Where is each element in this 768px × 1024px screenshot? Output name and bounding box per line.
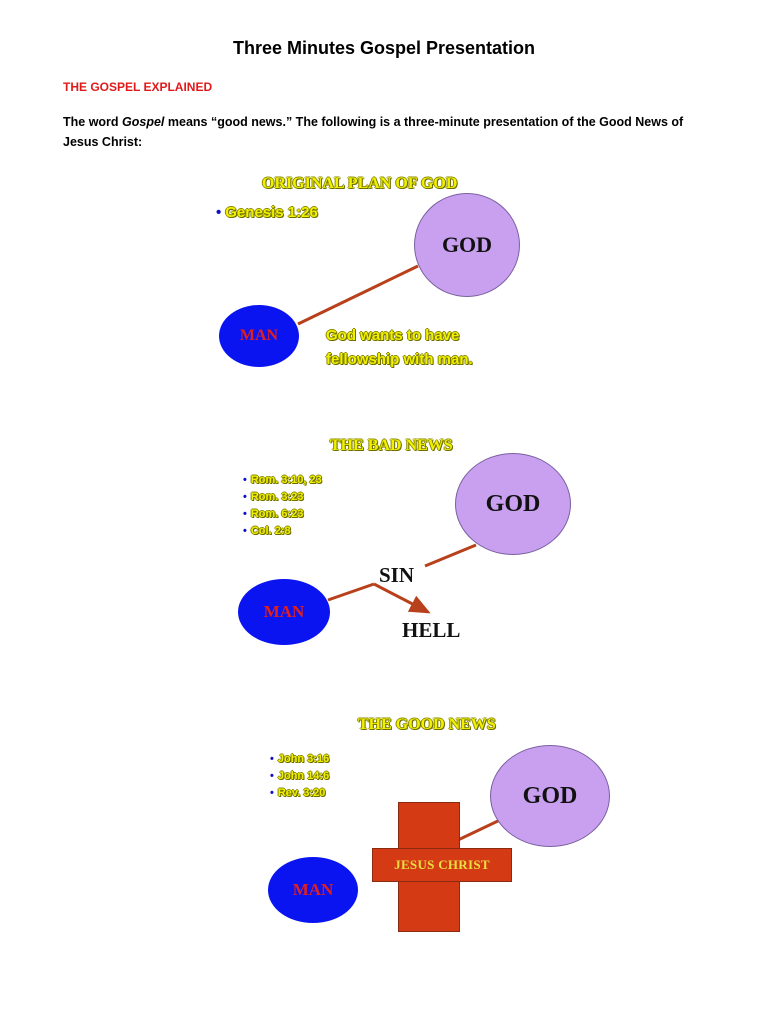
slide1-caption: God wants to have fellowship with man. bbox=[326, 324, 473, 372]
slide3-ref-list: •John 3:16 •John 14:6 •Rev. 3:20 bbox=[270, 751, 329, 802]
ref-text: Rom. 3:10, 23 bbox=[250, 474, 322, 486]
cross-label: JESUS CHRIST bbox=[394, 857, 490, 872]
slide3-god-circle: GOD bbox=[490, 745, 610, 847]
ref-text: John 14:6 bbox=[277, 770, 330, 782]
slide1-man-circle: MAN bbox=[219, 305, 299, 367]
slide2-god-circle: GOD bbox=[455, 453, 571, 555]
slide1-connector-line bbox=[297, 264, 419, 326]
slide2-sin-label: SIN bbox=[379, 563, 415, 587]
slide3-god-label: GOD bbox=[522, 782, 578, 809]
list-item: •Rom. 3:10, 23 bbox=[243, 472, 322, 489]
section-heading: THE GOSPEL EXPLAINED bbox=[63, 80, 213, 94]
document-title: Three Minutes Gospel Presentation bbox=[232, 38, 536, 58]
slide1-man-label: MAN bbox=[239, 327, 279, 344]
ref-text: Col. 2:8 bbox=[250, 525, 291, 537]
ref-text: Rom. 3:23 bbox=[250, 491, 304, 503]
list-item: •John 3:16 bbox=[270, 751, 329, 768]
bullet-icon: • bbox=[270, 753, 274, 765]
bullet-icon: • bbox=[216, 204, 222, 221]
list-item: •Rom. 3:23 bbox=[243, 489, 322, 506]
slide2-man-label: MAN bbox=[263, 602, 305, 621]
list-item: •Rev. 3:20 bbox=[270, 785, 329, 802]
slide1-god-circle: GOD bbox=[414, 193, 520, 297]
intro-text-after: means “good news.” The following is a th… bbox=[63, 115, 684, 149]
slide2-god-line bbox=[424, 543, 477, 568]
slide2-man-circle: MAN bbox=[238, 579, 330, 645]
list-item: •Rom. 6:23 bbox=[243, 506, 322, 523]
intro-italic-word: Gospel bbox=[122, 115, 165, 129]
intro-text-before: The word bbox=[63, 115, 123, 129]
bullet-icon: • bbox=[270, 787, 274, 799]
bullet-icon: • bbox=[270, 770, 274, 782]
slide2-hell-label: HELL bbox=[402, 618, 461, 642]
slide3-title: THE GOOD NEWS bbox=[358, 716, 496, 733]
list-item: •Col. 2:8 bbox=[243, 523, 322, 540]
slide2-title: THE BAD NEWS bbox=[330, 437, 453, 454]
slide1-title: ORIGINAL PLAN OF GOD bbox=[262, 175, 458, 192]
ref-text: Rev. 3:20 bbox=[277, 787, 326, 799]
cross-horizontal-beam: JESUS CHRIST bbox=[372, 848, 512, 882]
ref-text: Rom. 6:23 bbox=[250, 508, 304, 520]
slide1-ref: •Genesis 1:26 bbox=[216, 204, 318, 221]
slide3-man-circle: MAN bbox=[268, 857, 358, 923]
ref-text: John 3:16 bbox=[277, 753, 330, 765]
bullet-icon: • bbox=[243, 491, 247, 503]
slide2-hell-arrow bbox=[373, 582, 431, 614]
list-item: •John 14:6 bbox=[270, 768, 329, 785]
slide2-man-line bbox=[327, 582, 375, 602]
slide1-caption-line1: God wants to have bbox=[326, 327, 460, 344]
bullet-icon: • bbox=[243, 474, 247, 486]
slide3-connector-line bbox=[457, 818, 501, 842]
intro-paragraph: The word Gospel means “good news.” The f… bbox=[63, 112, 713, 152]
slide2-ref-list: •Rom. 3:10, 23 •Rom. 3:23 •Rom. 6:23 •Co… bbox=[243, 472, 322, 540]
slide2-god-label: GOD bbox=[485, 490, 541, 517]
slide1-god-label: GOD bbox=[441, 232, 493, 257]
bullet-icon: • bbox=[243, 525, 247, 537]
slide3-man-label: MAN bbox=[292, 880, 334, 899]
slide1-caption-line2: fellowship with man. bbox=[326, 351, 473, 368]
slide1-ref-text: Genesis 1:26 bbox=[225, 204, 318, 221]
bullet-icon: • bbox=[243, 508, 247, 520]
